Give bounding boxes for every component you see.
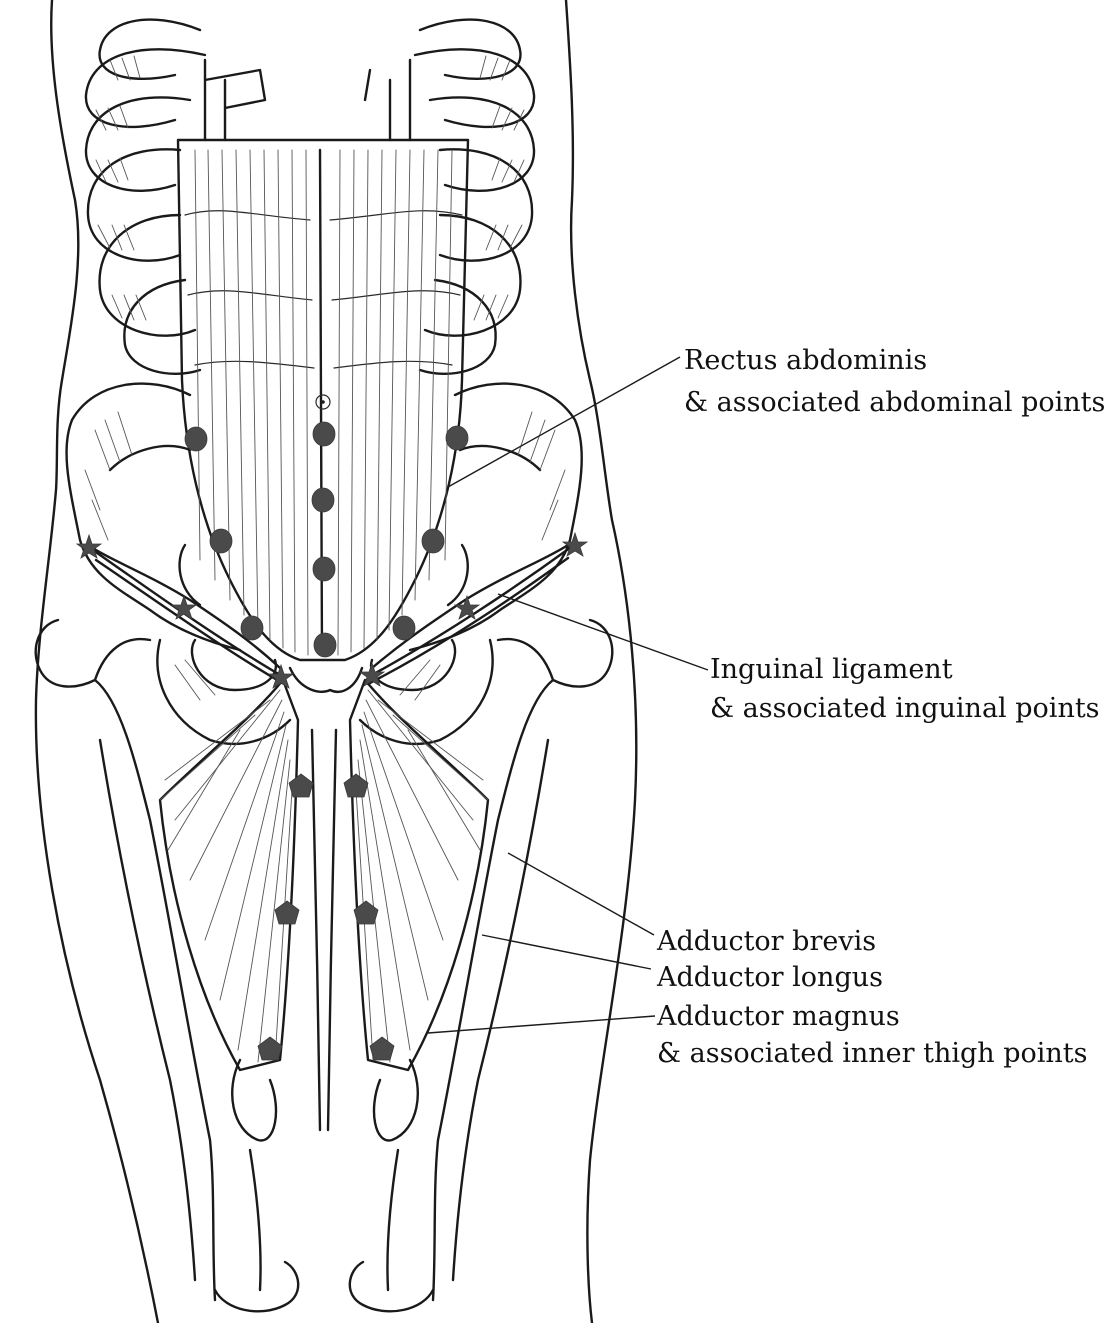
umbilicus-dot — [321, 400, 325, 404]
label-inguinal-ligament: Inguinal ligament — [710, 654, 953, 685]
inner-thigh-point — [275, 901, 299, 924]
inner-thigh-point — [258, 1037, 282, 1060]
abdominal-point — [210, 529, 232, 553]
abdominal-point — [313, 422, 335, 446]
leader-inguinal — [498, 594, 708, 670]
inner-thigh-point — [289, 774, 313, 797]
abdominal-point — [314, 633, 336, 657]
abdominal-point — [241, 616, 263, 640]
abdominal-point — [312, 488, 334, 512]
leader-adductor-brevis — [508, 853, 654, 935]
label-rectus-abdominis: Rectus abdominis — [684, 345, 927, 376]
inner-thigh-points — [258, 774, 394, 1060]
inguinal-point — [563, 533, 587, 556]
rectus-abdominis — [178, 140, 468, 660]
abdominal-point — [422, 529, 444, 553]
label-inguinal-points: & associated inguinal points — [710, 693, 1100, 724]
inguinal-point — [455, 596, 479, 619]
abdominal-point — [185, 427, 207, 451]
body-outline — [36, 0, 636, 1323]
leader-rectus — [448, 357, 680, 487]
abdominal-point — [313, 557, 335, 581]
label-abdominal-points: & associated abdominal points — [684, 387, 1105, 418]
label-adductor-longus: Adductor longus — [656, 962, 883, 993]
inguinal-points — [77, 533, 587, 688]
abdominal-point — [393, 616, 415, 640]
femurs — [36, 620, 613, 1311]
inner-thigh-point — [344, 774, 368, 797]
label-inner-thigh-points: & associated inner thigh points — [657, 1038, 1088, 1069]
label-adductor-magnus: Adductor magnus — [656, 1001, 900, 1032]
inner-thigh-point — [370, 1037, 394, 1060]
label-adductor-brevis: Adductor brevis — [656, 926, 876, 957]
labels: Rectus abdominis & associated abdominal … — [656, 345, 1105, 1069]
abdominal-point — [446, 426, 468, 450]
